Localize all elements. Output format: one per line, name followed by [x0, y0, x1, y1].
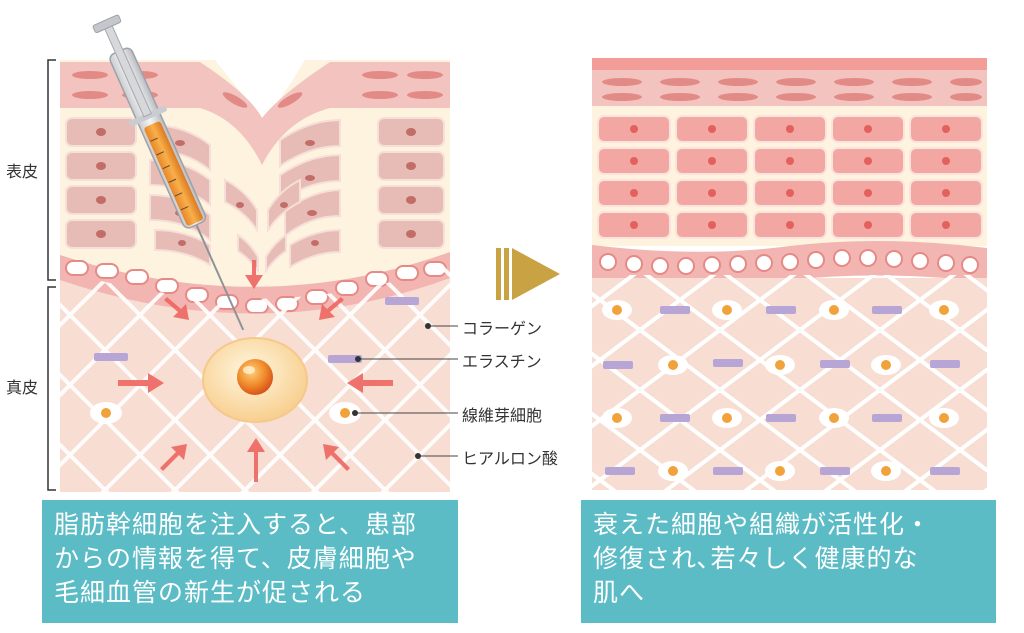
legend-leader-lines: [355, 325, 458, 457]
layer-brackets: [47, 59, 56, 491]
fibroblasts: [602, 300, 959, 481]
after-caption-line-2: 修復され､若々しく健康的な: [593, 544, 919, 573]
before-caption-line-2: からの情報を得て、皮膚細胞や: [54, 544, 417, 573]
after-skin-panel: [592, 58, 987, 490]
fibroblasts: [90, 402, 361, 424]
play-arrow-icon: [496, 248, 560, 300]
epidermis-label: 表皮: [6, 162, 39, 181]
after-caption-line-3: 肌へ: [593, 578, 646, 607]
legend-fibroblast: 線維芽細胞: [462, 406, 543, 425]
after-caption-line-1: 衰えた細胞や組織が活性化・: [593, 510, 932, 539]
after-caption: 衰えた細胞や組織が活性化・ 修復され､若々しく健康的な 肌へ: [581, 500, 996, 623]
healing-arrows: [118, 260, 393, 482]
before-skin-panel: [60, 14, 450, 492]
syringe-icon: [92, 14, 245, 331]
before-caption-line-1: 脂肪幹細胞を注入すると、患部: [54, 510, 418, 539]
legend-collagen: コラーゲン: [462, 319, 543, 338]
dermis-label: 真皮: [6, 378, 39, 397]
before-caption: 脂肪幹細胞を注入すると、患部 からの情報を得て、皮膚細胞や 毛細血管の新生が促さ…: [42, 500, 458, 623]
elastin-fibers: [603, 306, 960, 475]
stratum-corneum: [60, 62, 450, 165]
legend-hyaluronic: ヒアルロン酸: [462, 449, 558, 468]
legend-elastin: エラスチン: [462, 352, 542, 371]
before-caption-line-3: 毛細血管の新生が促される: [54, 578, 367, 607]
stem-cell-icon: [202, 337, 308, 423]
elastin-fibers: [94, 297, 419, 363]
